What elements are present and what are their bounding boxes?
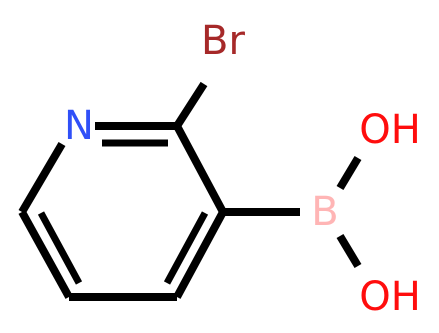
bond-c2-c3 [173, 124, 227, 214]
atom-label-boron: B [311, 189, 338, 235]
atom-label-nitrogen: N [64, 103, 94, 149]
bond-c5-c6 [18, 210, 73, 299]
bond-c3-c4 [173, 210, 227, 299]
bond-b-oh-bottom [336, 233, 362, 269]
atom-label-hydroxyl-top: OH [359, 107, 421, 153]
bond-c6-n1 [18, 141, 66, 215]
atom-label-hydroxyl-bottom: OH [359, 274, 421, 320]
atom-label-bromine: Br [201, 18, 245, 64]
bond-c2-br [173, 81, 208, 129]
bond-c3-c4-inner [163, 211, 209, 285]
bond-b-oh-top [336, 155, 362, 191]
bond-c5-c6-inner [37, 211, 83, 285]
